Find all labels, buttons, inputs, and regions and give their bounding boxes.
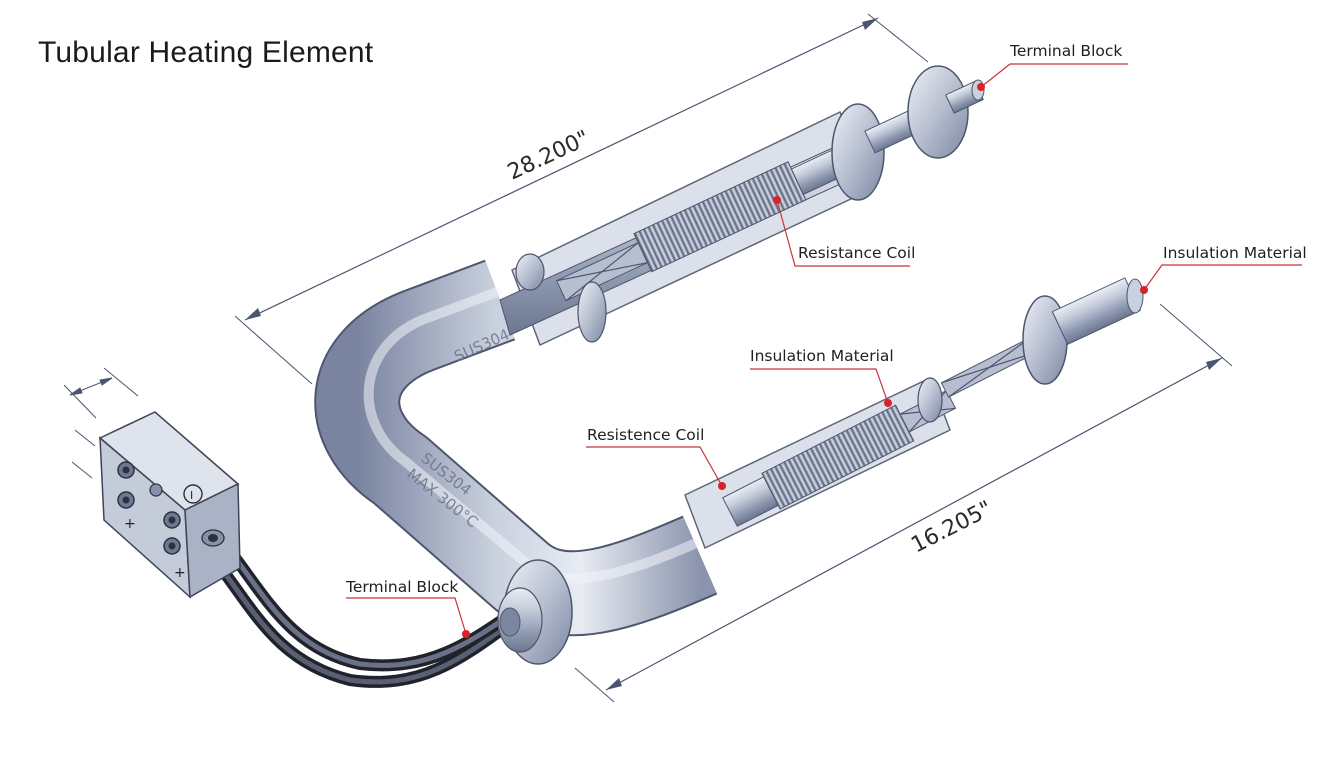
callout-markers xyxy=(462,83,1148,638)
callout-insulation-material-right: Insulation Material xyxy=(1163,244,1307,262)
callout-resistence-coil-lower: Resistence Coil xyxy=(587,426,705,444)
lower-dimension xyxy=(574,303,1233,703)
callout-leaders xyxy=(346,63,1302,635)
upper-cutaway-assembly xyxy=(499,65,985,347)
diagram-title: Tubular Heating Element xyxy=(38,36,374,69)
upper-dimension-label: 28.200" xyxy=(504,126,594,185)
callout-insulation-material-mid: Insulation Material xyxy=(750,347,894,365)
box-dimension-marks xyxy=(63,367,139,479)
lower-cutaway-assembly xyxy=(684,277,1144,550)
callout-resistance-coil-top: Resistance Coil xyxy=(798,244,916,262)
power-cables xyxy=(199,530,526,688)
junction-box xyxy=(98,411,241,599)
callout-terminal-block-bottom: Terminal Block xyxy=(346,578,459,596)
junction-box-plus-2: + xyxy=(174,565,186,581)
upper-dimension xyxy=(234,13,929,385)
junction-box-plus-1: + xyxy=(124,516,136,532)
junction-box-switch-symbol: I xyxy=(190,489,193,502)
lower-dimension-label: 16.205" xyxy=(907,497,996,559)
sheath-tube xyxy=(314,259,718,637)
bottom-flange xyxy=(497,559,573,665)
callout-terminal-block-top: Terminal Block xyxy=(1010,42,1123,60)
